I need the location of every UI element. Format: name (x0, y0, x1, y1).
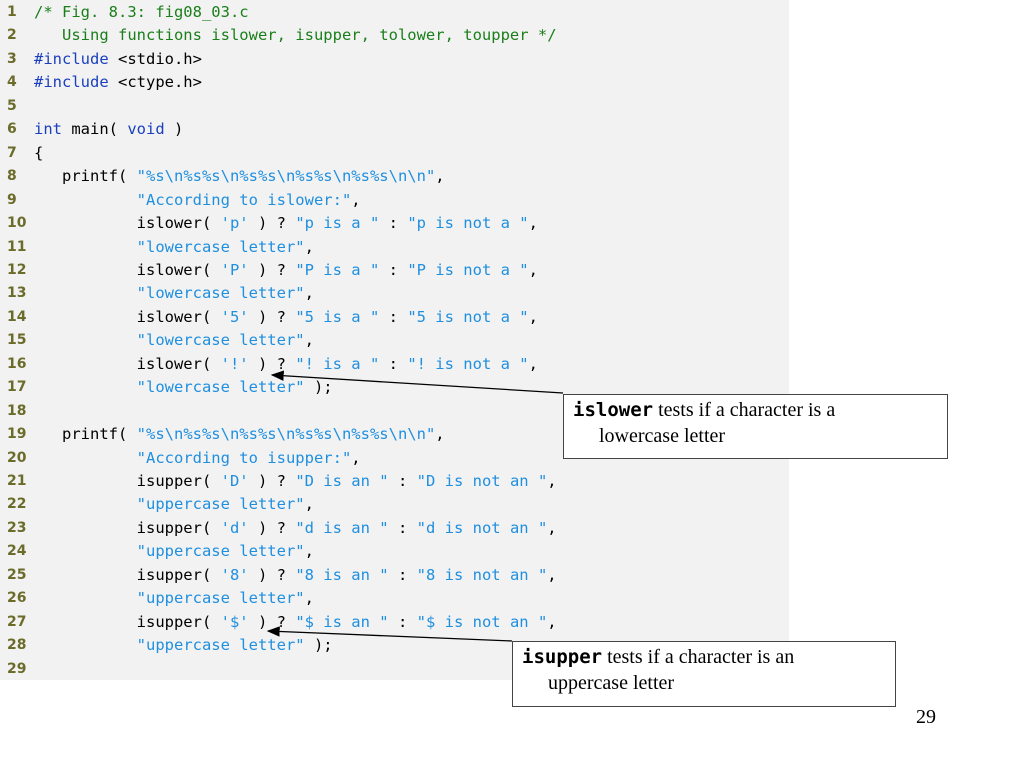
code-text: "uppercase letter", (136, 495, 314, 514)
line-number: 2 (7, 27, 17, 44)
line-number: 22 (7, 496, 27, 513)
line-number: 7 (7, 144, 17, 161)
code-text: "According to islower:", (136, 190, 361, 209)
code-text: { (34, 143, 44, 162)
code-text: printf( "%s\n%s%s\n%s%s\n%s%s\n%s%s\n\n"… (34, 167, 445, 186)
line-number: 15 (7, 332, 27, 349)
code-text: islower( 'P' ) ? "P is a " : "P is not a… (34, 260, 538, 279)
line-number: 28 (7, 637, 27, 654)
page-number: 29 (916, 706, 936, 728)
code-panel: 1 /* Fig. 8.3: fig08_03.c 2 Using function… (0, 0, 789, 680)
code-text: islower( '5' ) ? "5 is a " : "5 is not a… (34, 307, 538, 326)
line-number: 19 (7, 426, 27, 443)
code-text: int main( void ) (34, 120, 184, 139)
callout-text-line2: uppercase letter (548, 672, 675, 694)
line-number: 20 (7, 449, 27, 466)
line-number: 23 (7, 519, 27, 536)
line-number: 8 (7, 168, 17, 185)
isupper-callout: isupper tests if a character is an upper… (512, 641, 896, 707)
line-number: 14 (7, 308, 27, 325)
code-text: "According to isupper:", (136, 448, 361, 467)
islower-arrow (270, 370, 564, 394)
line-number: 18 (7, 402, 27, 419)
code-text: #include <ctype.h> (34, 73, 202, 92)
islower-callout: islower tests if a character is a lowerc… (563, 394, 948, 459)
line-number: 25 (7, 566, 27, 583)
line-number: 27 (7, 613, 27, 630)
code-text: islower( 'p' ) ? "p is a " : "p is not a… (34, 214, 538, 233)
code-text: isupper( '$' ) ? "$ is an " : "$ is not … (34, 612, 557, 631)
code-text: isupper( 'D' ) ? "D is an " : "D is not … (34, 472, 557, 490)
code-text: "uppercase letter", (136, 589, 314, 608)
line-number: 5 (7, 97, 17, 114)
code-text: "uppercase letter", (136, 542, 314, 561)
line-number: 12 (7, 261, 27, 278)
line-number: 1 (7, 4, 17, 20)
code-text: "uppercase letter" ); (136, 636, 333, 655)
code-text: #include <stdio.h> (34, 49, 202, 68)
callout-func-name: islower (573, 399, 654, 421)
line-number: 13 (7, 285, 27, 302)
isupper-arrow (266, 626, 513, 642)
line-number: 3 (7, 50, 17, 67)
code-text: Using functions islower, isupper, tolowe… (34, 26, 557, 45)
line-number: 11 (7, 238, 27, 255)
line-number: 24 (7, 543, 27, 560)
code-text: islower( '!' ) ? "! is a " : "! is not a… (34, 354, 538, 373)
code-text: "lowercase letter" ); (136, 378, 333, 397)
callout-text: tests if a character is a (653, 399, 836, 421)
callout-text: tests if a character is an (602, 646, 795, 668)
line-number: 26 (7, 590, 27, 607)
code-text: /* Fig. 8.3: fig08_03.c (34, 3, 249, 21)
line-number: 21 (7, 473, 27, 489)
line-number: 29 (7, 660, 27, 677)
code-text: isupper( '8' ) ? "8 is an " : "8 is not … (34, 565, 557, 584)
line-number: 10 (7, 215, 27, 232)
line-number: 4 (7, 74, 17, 91)
code-text: printf( "%s\n%s%s\n%s%s\n%s%s\n%s%s\n\n"… (34, 425, 445, 444)
line-number: 16 (7, 355, 27, 372)
code-text: "lowercase letter", (136, 331, 314, 350)
code-text: "lowercase letter", (136, 284, 314, 303)
line-number: 6 (7, 121, 17, 138)
line-number: 17 (7, 379, 27, 396)
callout-func-name: isupper (522, 646, 603, 668)
code-text: isupper( 'd' ) ? "d is an " : "d is not … (34, 518, 557, 537)
line-number: 9 (7, 191, 17, 208)
code-text: "lowercase letter", (136, 237, 314, 256)
callout-text-line2: lowercase letter (599, 425, 726, 447)
